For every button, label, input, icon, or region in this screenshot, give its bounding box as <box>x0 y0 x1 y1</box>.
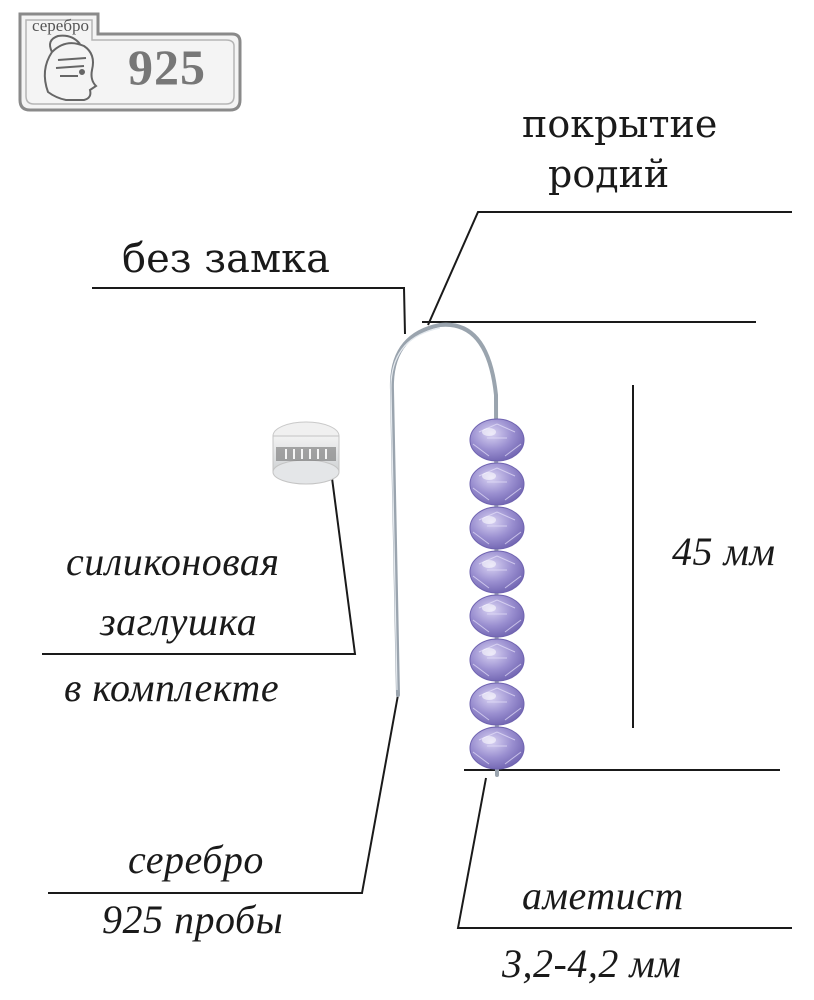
label-stone-line2: 3,2-4,2 мм <box>502 941 682 986</box>
label-silicone-line2: заглушка <box>100 599 258 644</box>
label-coating-line1: покрытие <box>522 102 718 146</box>
amethyst-bead <box>469 638 525 682</box>
hallmark-fineness-text: 925 <box>128 39 206 95</box>
hallmark-frame <box>18 12 242 112</box>
hallmark-metal-text: серебро <box>32 16 89 35</box>
amethyst-bead <box>469 418 525 462</box>
amethyst-bead <box>469 462 525 506</box>
leader-no-lock <box>92 287 406 335</box>
label-stone-line1: аметист <box>522 873 684 918</box>
amethyst-bead <box>469 550 525 594</box>
silicone-stopper <box>272 421 340 485</box>
label-coating-line2: родий <box>548 152 670 196</box>
amethyst-bead <box>469 682 525 726</box>
amethyst-beads <box>469 418 525 770</box>
amethyst-bead <box>469 594 525 638</box>
label-silver-line2: 925 пробы <box>102 897 284 942</box>
leader-coating <box>427 211 792 326</box>
label-length: 45 мм <box>672 529 776 574</box>
leader-lines <box>42 211 792 929</box>
label-no-lock: без замка <box>122 236 330 282</box>
leader-silicone <box>42 477 357 655</box>
hallmark-head-icon <box>43 34 98 101</box>
label-silicone-line1: силиконовая <box>66 539 280 584</box>
label-silver-line1: серебро <box>128 837 264 882</box>
leader-silver <box>48 694 399 894</box>
leader-stone <box>456 777 792 929</box>
amethyst-bead <box>469 506 525 550</box>
amethyst-bead <box>469 726 525 770</box>
label-silicone-line3: в комплекте <box>64 665 280 710</box>
